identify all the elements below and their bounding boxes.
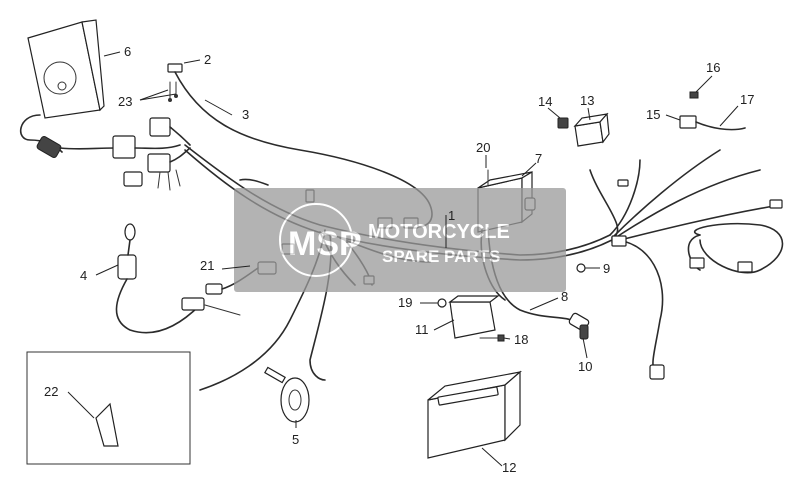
callout-9: 9 xyxy=(603,261,610,276)
battery-part xyxy=(427,370,523,459)
callout-14: 14 xyxy=(538,94,552,109)
callout-17: 17 xyxy=(740,92,754,107)
spark-plug-cap-part xyxy=(568,312,590,340)
watermark: MSP MOTORCYCLE SPARE PARTS xyxy=(234,188,566,292)
horn-part xyxy=(264,366,310,423)
callout-15: 15 xyxy=(646,107,660,122)
connector-14-part xyxy=(557,117,569,129)
right-harness-part xyxy=(687,121,784,274)
watermark-line1: MOTORCYCLE xyxy=(368,221,510,243)
callout-20: 20 xyxy=(476,140,490,155)
leader-lines xyxy=(67,51,739,467)
callout-18: 18 xyxy=(514,332,528,347)
callout-4: 4 xyxy=(80,268,87,283)
watermark-globe-icon xyxy=(279,203,353,277)
harness-connector-f xyxy=(617,179,629,187)
watermark-band xyxy=(234,188,566,292)
callout-13: 13 xyxy=(580,93,594,108)
relay-13-part xyxy=(573,112,610,147)
connector-15-part xyxy=(679,115,697,129)
callout-22: 22 xyxy=(44,384,58,399)
clip-box xyxy=(26,351,191,465)
bracket-part xyxy=(167,63,183,102)
callout-2: 2 xyxy=(204,52,211,67)
callout-5: 5 xyxy=(292,432,299,447)
callout-8: 8 xyxy=(561,289,568,304)
watermark-line2: SPARE PARTS xyxy=(382,247,500,266)
callout-3: 3 xyxy=(242,107,249,122)
callout-12: 12 xyxy=(502,460,516,475)
callout-labels: 1 2 3 4 5 6 7 8 9 10 11 12 13 14 15 16 1… xyxy=(44,44,754,475)
callout-1: 1 xyxy=(448,208,455,223)
callout-7: 7 xyxy=(535,151,542,166)
fuse-16-part xyxy=(689,91,699,99)
manual-booklet-part xyxy=(27,19,105,119)
callout-11: 11 xyxy=(415,322,429,337)
callout-10: 10 xyxy=(578,359,592,374)
connector-9-part xyxy=(576,263,586,273)
callout-21: 21 xyxy=(200,258,214,273)
callout-16: 16 xyxy=(706,60,720,75)
left-handlebar-connector xyxy=(19,114,191,191)
callout-19: 19 xyxy=(398,295,412,310)
regulator-part xyxy=(437,295,505,342)
harness-connector-g xyxy=(769,199,783,209)
ignition-lock-part xyxy=(115,223,241,334)
harness-connector-h xyxy=(649,364,665,380)
callout-23: 23 xyxy=(118,94,132,109)
watermark-logo: MSP xyxy=(288,225,362,263)
callout-6: 6 xyxy=(124,44,131,59)
